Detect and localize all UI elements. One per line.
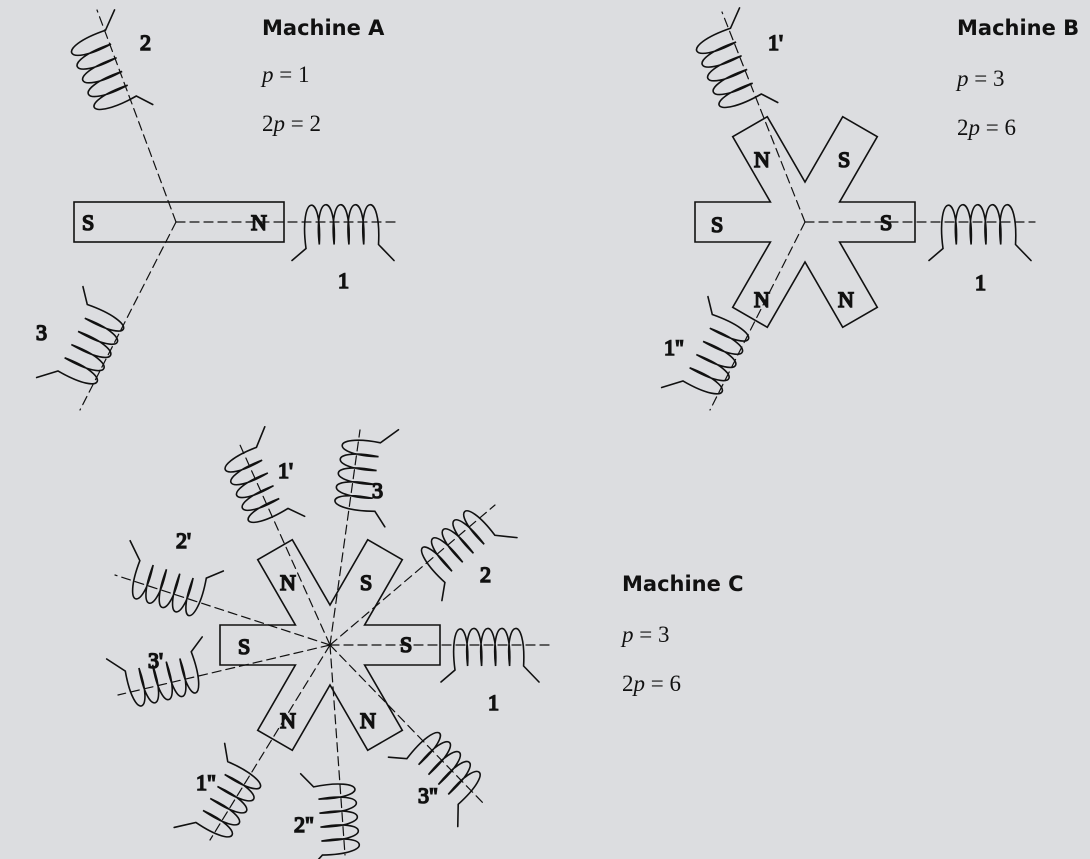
coil-icon: [928, 203, 1032, 262]
machine-c-pole-n-bottom: N: [280, 708, 296, 733]
machine-b-coil-label-1dprime: 1": [664, 335, 684, 360]
machine-a-p: p = 1: [262, 62, 310, 87]
machine-b-pole-s-left: S: [711, 212, 723, 237]
coil-winding: [420, 510, 518, 602]
machine-b-title: Machine B: [957, 16, 1080, 40]
machine-a-rotor-bar: [73, 201, 285, 243]
coil-winding: [334, 428, 400, 528]
machine-a-coil-group: [35, 9, 395, 385]
machine-b-pole-s-top: S: [838, 147, 850, 172]
machine-b-2p: 2p = 6: [957, 115, 1016, 140]
machine-b-p: p = 3: [957, 66, 1005, 91]
machine-a-rotor-n: N: [251, 210, 267, 235]
coil-icon: [660, 295, 750, 395]
coil-winding: [291, 203, 395, 262]
machine-b-coil-label-1prime: 1': [768, 30, 783, 55]
coil-icon: [105, 636, 203, 707]
machine-a-drawing: S N 1 2 3: [35, 9, 401, 411]
coil-winding: [660, 295, 750, 395]
coil-icon: [35, 285, 125, 385]
machine-c-title: Machine C: [622, 572, 744, 596]
coil-winding: [173, 742, 262, 838]
coil-winding: [129, 539, 225, 617]
machine-c-coil-label-2prime: 2': [176, 528, 191, 553]
machine-b-pole-s-bottom: N: [838, 287, 854, 312]
coil-winding: [440, 627, 540, 683]
machine-c-pole-n-right: S: [400, 632, 412, 657]
machine-a-coil-label-3: 3: [36, 320, 47, 345]
machine-a-axes: [79, 9, 401, 411]
machine-c-coil-group: [105, 425, 540, 859]
machine-c-2p: 2p = 6: [622, 671, 681, 696]
coil-winding: [928, 203, 1032, 262]
machine-c-coil-label-1dprime: 1": [196, 770, 216, 795]
machine-c-p: p = 3: [622, 622, 670, 647]
coil-icon: [334, 428, 400, 528]
coil-icon: [224, 425, 306, 524]
coil-winding: [695, 7, 779, 109]
machine-b-coil-label-1: 1: [975, 270, 986, 295]
machine-c-coil-label-3: 3: [372, 478, 383, 503]
coil-winding: [35, 285, 125, 385]
machine-b-drawing: N S S S N N 1' 1 1": [660, 7, 1036, 411]
machine-b-coil-group: [660, 7, 1032, 395]
machine-c-coil-label-3dprime: 3": [418, 783, 438, 808]
coil-icon: [695, 7, 779, 109]
machine-c-coil-label-1: 1: [488, 690, 499, 715]
machine-c-pole-n-top: N: [280, 570, 296, 595]
machine-a-title: Machine A: [262, 16, 385, 40]
coil-icon: [299, 772, 361, 859]
machine-a-coil-label-1: 1: [338, 268, 349, 293]
coil-winding: [299, 772, 361, 859]
machine-a-rotor-s: S: [82, 210, 94, 235]
machine-c-coil-label-3prime: 3': [148, 648, 163, 673]
machine-c-coil-label-2dprime: 2": [294, 812, 314, 837]
machine-c-pole-s-bottom: N: [360, 708, 376, 733]
machine-c-rotor-star: [219, 538, 441, 752]
coil-icon: [70, 9, 154, 111]
machine-c-coil-label-1prime: 1': [278, 458, 293, 483]
machine-b-pole-n-top: N: [754, 147, 770, 172]
machine-b-rotor-star: [694, 115, 916, 329]
machine-a-2p: 2p = 2: [262, 111, 321, 136]
coil-icon: [440, 627, 540, 683]
coil-icon: [173, 742, 262, 838]
coil-winding: [70, 9, 154, 111]
machine-b-axes: [709, 11, 1036, 411]
machine-b-pole-n-right: S: [880, 210, 892, 235]
coil-icon: [129, 539, 225, 617]
machine-c-pole-s-left: S: [238, 634, 250, 659]
machine-c-drawing: N S S S N N 1' 3 2 1 3" 2" 1" 3' 2': [105, 425, 551, 859]
machine-c-pole-s-top: S: [360, 570, 372, 595]
machine-c-axes: [114, 429, 551, 856]
machine-c-coil-label-2: 2: [480, 562, 491, 587]
coil-winding: [387, 731, 481, 828]
coil-icon: [420, 510, 518, 602]
machine-a-coil-label-2: 2: [140, 30, 151, 55]
coil-winding: [224, 425, 306, 524]
coil-icon: [291, 203, 395, 262]
machine-b-pole-n-bottom: N: [754, 287, 770, 312]
coil-winding: [105, 636, 203, 707]
coil-icon: [387, 731, 481, 828]
